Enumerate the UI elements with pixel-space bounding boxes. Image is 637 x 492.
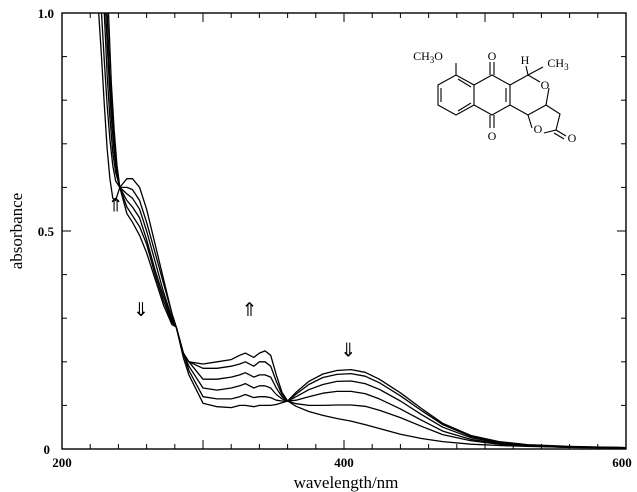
- spectrum-curves: [98, 12, 627, 449]
- x-tick-label-600: 600: [612, 455, 632, 470]
- lactone-oxygen-label: O: [534, 122, 543, 136]
- spectrum-line-1: [98, 12, 627, 449]
- y-tick-labels: 1.0 0.5 0: [38, 6, 55, 457]
- y-tick-label-0: 0: [44, 442, 51, 457]
- ketone-oxygen-bottom-label: O: [488, 129, 497, 143]
- lactone-ring: [527, 114, 533, 129]
- chemical-structure-labels: CH3O O O H CH3 O O O: [413, 49, 577, 145]
- aromatic-bond: [457, 102, 472, 112]
- lactone-carbonyl-bond: [555, 129, 567, 137]
- change-arrows: ⇑ ⇓ ⇑ ⇓: [108, 194, 357, 361]
- y-axis-title: absorbance: [7, 193, 26, 269]
- pyran-oxygen-label: O: [541, 78, 550, 92]
- spectrum-line-3: [103, 12, 627, 449]
- lactone-carbonyl-bond: [553, 132, 565, 140]
- methyl-label: CH3: [547, 56, 569, 72]
- chemical-structure: [437, 62, 567, 140]
- pyran-ring: [509, 87, 550, 116]
- spectrum-line-2: [100, 12, 627, 449]
- hydrogen-bond: [525, 65, 529, 76]
- hydrogen-label: H: [521, 53, 530, 67]
- aromatic-bond: [457, 78, 472, 88]
- arrow-down-icon: ⇓: [133, 299, 149, 321]
- spectrum-line-5: [106, 12, 627, 449]
- axis-ticks: [61, 12, 627, 450]
- lactone-ring: [543, 104, 561, 134]
- lactone-carbonyl-oxygen-label: O: [568, 131, 577, 145]
- x-tick-labels: 200 400 600: [52, 455, 632, 470]
- x-tick-label-200: 200: [52, 455, 72, 470]
- arrow-down-icon: ⇓: [340, 340, 356, 362]
- arrow-up-icon: ⇑: [242, 299, 258, 321]
- x-axis-title: wavelength/nm: [294, 473, 399, 492]
- benzene-ring: [437, 74, 475, 116]
- ketone-oxygen-top-label: O: [488, 49, 497, 63]
- methyl-bond: [527, 66, 544, 76]
- quinone-ring: [473, 74, 511, 116]
- spectrum-line-4: [105, 12, 627, 449]
- x-tick-label-400: 400: [334, 455, 354, 470]
- pyran-ring: [509, 74, 541, 86]
- y-tick-label-0.5: 0.5: [38, 224, 55, 239]
- spectrum-line-6: [107, 12, 627, 449]
- methoxy-label: CH3O: [413, 49, 443, 65]
- arrow-up-icon: ⇑: [108, 194, 124, 216]
- y-tick-label-1.0: 1.0: [38, 6, 54, 21]
